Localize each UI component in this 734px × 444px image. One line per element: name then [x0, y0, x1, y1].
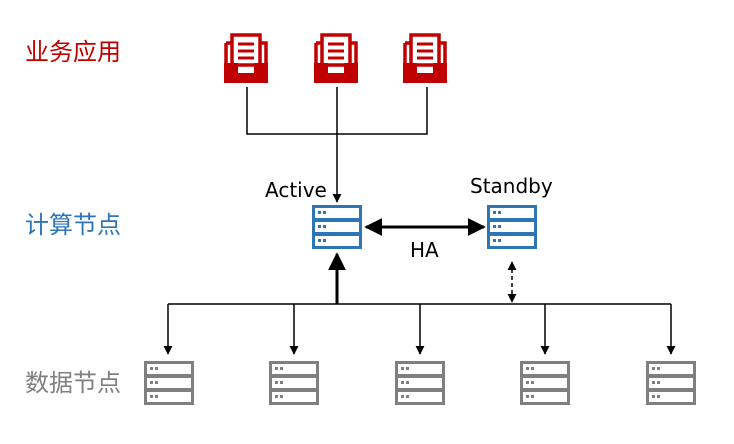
standby-server-icon [487, 205, 537, 249]
data-server-icon-2 [269, 361, 319, 405]
active-node-label: Active [265, 178, 327, 202]
application-icon-2 [312, 33, 360, 85]
data-server-icon-3 [395, 361, 445, 405]
active-server-icon [312, 205, 362, 249]
application-icon-1 [222, 33, 270, 85]
data-server-icon-1 [144, 361, 194, 405]
tier-label-data: 数据节点 [25, 369, 121, 397]
application-connectors [246, 87, 428, 203]
standby-node-label: Standby [470, 174, 553, 198]
tier-label-application: 业务应用 [25, 38, 121, 66]
data-bus [163, 303, 676, 355]
tier-label-compute: 计算节点 [25, 211, 121, 239]
application-icon-3 [401, 33, 449, 85]
data-server-icon-5 [646, 361, 696, 405]
data-server-icon-4 [520, 361, 570, 405]
ha-label: HA [410, 238, 439, 262]
